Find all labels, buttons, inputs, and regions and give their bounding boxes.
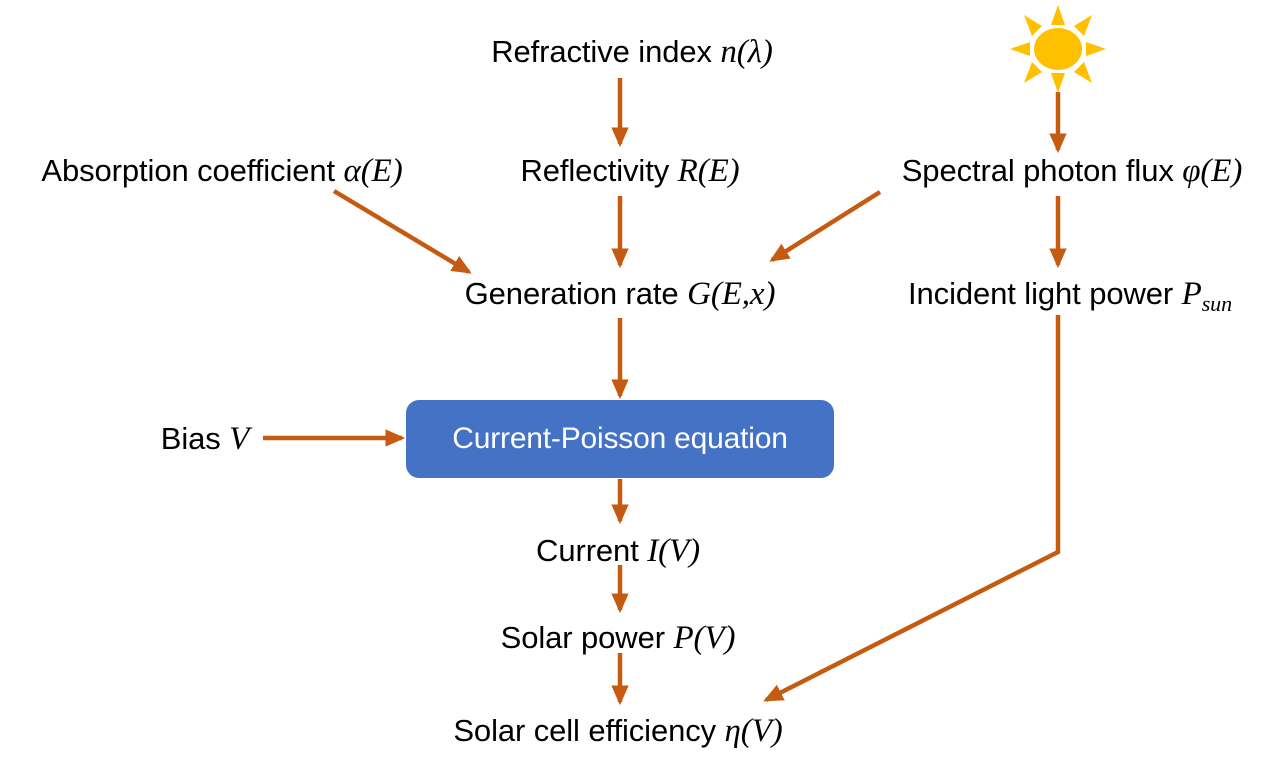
node-spectral-photon-flux-text: Spectral photon flux [901, 153, 1183, 188]
node-incident-light-power-text: Incident light power [908, 276, 1182, 311]
node-generation-rate: Generation rate G(E,x) [465, 278, 776, 311]
node-current-text: Current [536, 533, 648, 568]
edge-incident-power-to-efficiency [763, 315, 1061, 703]
node-refractive-index-symbol: n(λ) [720, 34, 773, 70]
node-reflectivity-symbol: R(E) [677, 153, 740, 189]
node-spectral-photon-flux-symbol: φ(E) [1182, 153, 1243, 189]
node-incident-light-power-subscript: sun [1201, 291, 1232, 317]
node-current-symbol: I(V) [647, 533, 700, 569]
node-generation-rate-text: Generation rate [464, 276, 688, 311]
edge-flux-to-generation [769, 190, 882, 262]
node-absorption-coefficient-symbol: α(E) [343, 153, 403, 189]
node-bias-text: Bias [160, 421, 230, 456]
node-absorption-coefficient-text: Absorption coefficient [41, 153, 344, 188]
node-solar-power-text: Solar power [500, 620, 674, 655]
node-solar-cell-efficiency: Solar cell efficiency η(V) [453, 715, 782, 748]
node-spectral-photon-flux: Spectral photon flux φ(E) [902, 155, 1243, 188]
process-box-current-poisson-equation[interactable]: Current-Poisson equation [406, 400, 834, 478]
node-reflectivity: Reflectivity R(E) [520, 155, 739, 188]
node-solar-cell-efficiency-symbol: η(V) [724, 713, 783, 749]
node-incident-light-power-symbol: P [1181, 276, 1202, 312]
process-box-label: Current-Poisson equation [452, 422, 788, 455]
node-reflectivity-text: Reflectivity [520, 153, 678, 188]
sun-icon [1010, 5, 1106, 93]
node-solar-cell-efficiency-text: Solar cell efficiency [453, 713, 725, 748]
node-refractive-index: Refractive index n(λ) [491, 36, 773, 69]
node-refractive-index-text: Refractive index [491, 34, 721, 69]
edge-absorption-to-generation [332, 189, 472, 274]
node-generation-rate-symbol: G(E,x) [687, 276, 776, 312]
node-incident-light-power: Incident light power Psun [908, 278, 1232, 315]
node-bias: Bias V [160, 421, 250, 457]
node-absorption-coefficient: Absorption coefficient α(E) [41, 155, 402, 188]
node-bias-symbol: V [229, 421, 250, 457]
node-solar-power-symbol: P(V) [673, 620, 736, 656]
node-current: Current I(V) [536, 535, 700, 568]
node-solar-power: Solar power P(V) [501, 622, 736, 655]
